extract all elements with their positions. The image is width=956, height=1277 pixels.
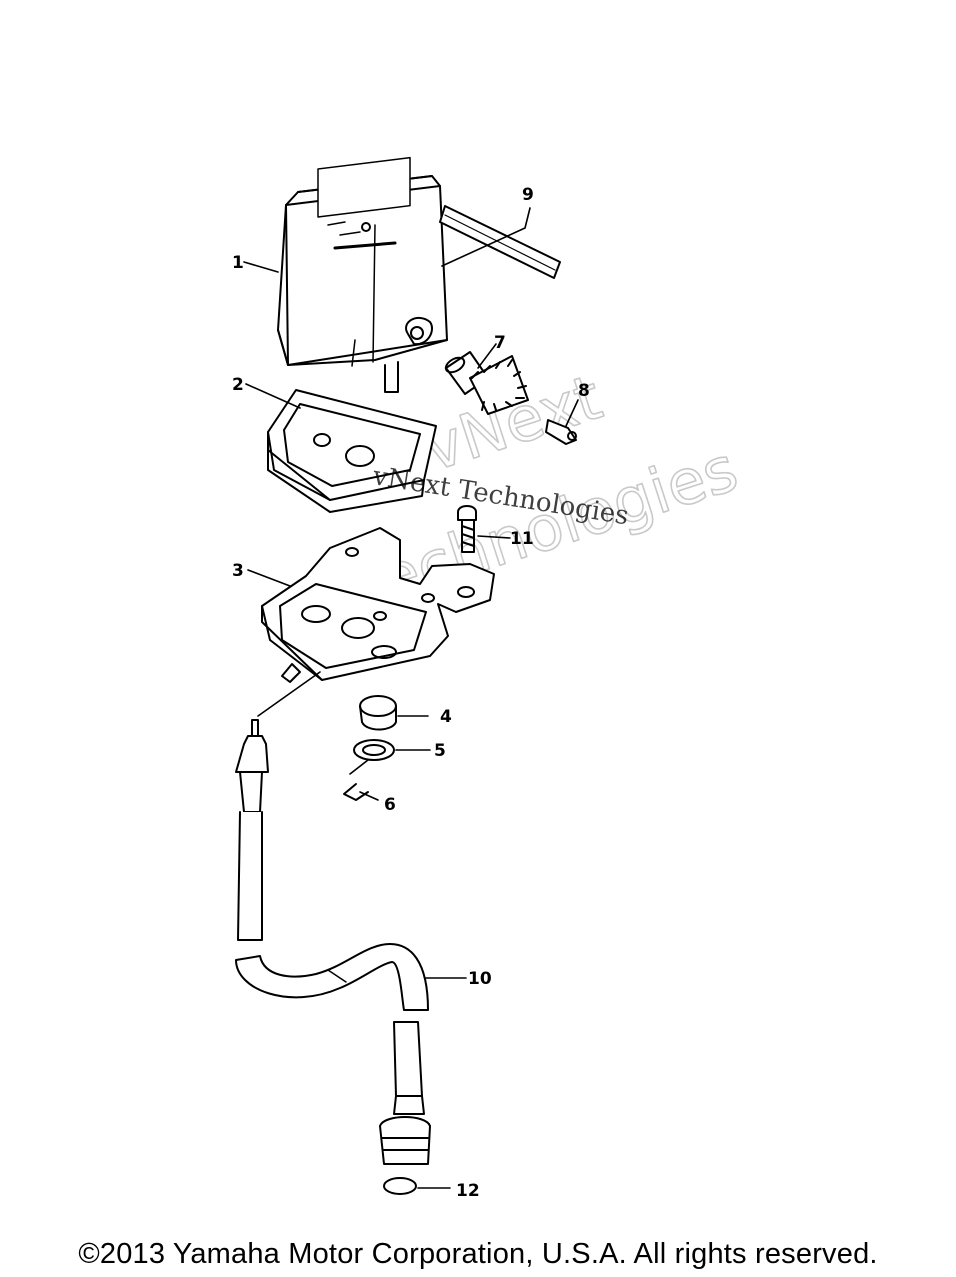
callout-7: 7 [494,333,506,353]
leader-lines [243,207,579,1189]
callout-5: 5 [434,741,446,761]
part-8-screw [545,419,577,445]
part-9-strip [439,205,561,279]
part-11-bolt [457,505,477,553]
part-7-gear [444,351,529,415]
part-2-cover [267,389,437,513]
callout-8: 8 [578,381,590,401]
callout-10: 10 [468,969,492,989]
callout-9: 9 [522,185,534,205]
callout-2: 2 [232,375,244,395]
part-4-grommet [359,695,397,731]
part-1-meter-housing [277,156,448,393]
part-12-o-ring [383,1177,417,1195]
part-6-clip [343,783,369,801]
callout-4: 4 [440,707,452,727]
callout-11: 11 [510,529,534,549]
copyright-notice: ©2013 Yamaha Motor Corporation, U.S.A. A… [78,1238,878,1270]
part-5-washer [353,739,395,761]
part-10-cable [235,719,431,1165]
callout-3: 3 [232,561,244,581]
part-3-bracket [261,527,495,683]
callout-12: 12 [456,1181,480,1201]
callout-labels: 1 2 3 4 5 6 7 8 9 10 11 12 [232,185,590,1201]
callout-6: 6 [384,795,396,815]
callout-1: 1 [232,253,244,273]
